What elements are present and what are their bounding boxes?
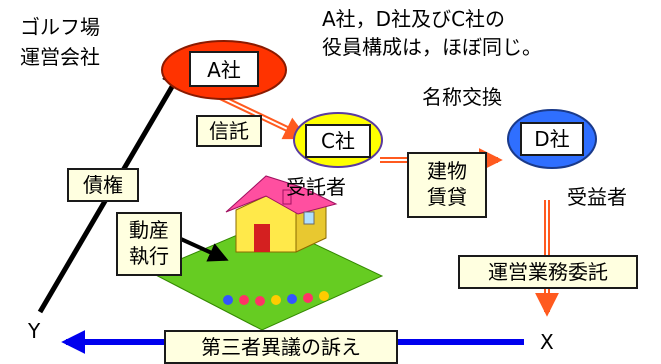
golf-operator-label-1: ゴルフ場: [20, 15, 100, 39]
node-a: A社: [161, 40, 287, 100]
lease-box: 建物 賃貸: [407, 152, 487, 218]
claim-box: 債権: [67, 168, 139, 202]
board-note-line-1: A社，D社及びC社の: [322, 7, 506, 31]
node-a-label: A社: [207, 58, 241, 82]
lawsuit-box: 第三者異議の訴え: [164, 330, 398, 364]
name-exchange-label: 名称交換: [422, 85, 502, 109]
node-d-label: D社: [534, 127, 569, 151]
node-c: C社: [293, 112, 383, 168]
flowers-icon: [223, 291, 329, 306]
golf-operator-label-2: 運営会社: [20, 45, 100, 69]
execution-box: 動産 執行: [116, 212, 182, 276]
trust-box: 信託: [196, 115, 262, 147]
lease-box-line-2: 賃貸: [427, 185, 467, 209]
node-d: D社: [507, 109, 597, 169]
party-y-label: Y: [28, 319, 41, 343]
node-c-label: C社: [321, 129, 355, 153]
beneficiary-label: 受益者: [567, 185, 627, 209]
party-x-label: X: [540, 330, 554, 354]
execution-box-line-1: 動産: [129, 218, 169, 242]
house-illustration: [148, 175, 384, 331]
board-note-line-2: 役員構成は，ほぼ同じ。: [322, 35, 542, 59]
lease-box-line-1: 建物: [427, 159, 467, 183]
consign-box: 運営業務委託: [458, 255, 638, 289]
trustee-label: 受託者: [286, 175, 346, 199]
execution-box-line-2: 執行: [129, 244, 169, 268]
